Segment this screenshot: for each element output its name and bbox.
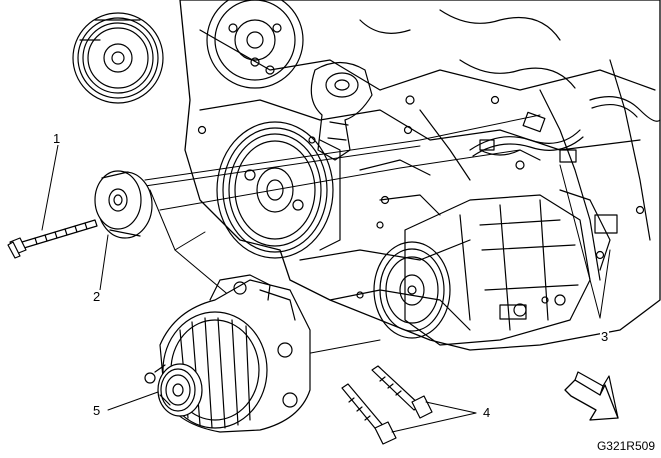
tensioner-bracket [310,61,373,161]
upper-left-pulley [72,12,164,104]
ac-compressor [373,194,591,346]
callout-4: 4 [482,405,492,420]
callout-1: 1 [52,131,62,146]
crankshaft-pulley [216,121,341,259]
leader-lines [41,144,611,433]
generator-bolts [341,365,433,445]
upper-center-pulley [206,0,304,89]
engine-block [179,0,661,351]
generator [144,274,311,433]
view-direction-arrow [564,371,619,421]
callout-5: 5 [92,403,102,418]
callout-3: 3 [600,329,610,344]
figure-code: G321R509 [596,439,655,453]
callout-2: 2 [92,289,102,304]
idler-pulley [94,170,153,239]
idler-bolt [7,219,98,259]
